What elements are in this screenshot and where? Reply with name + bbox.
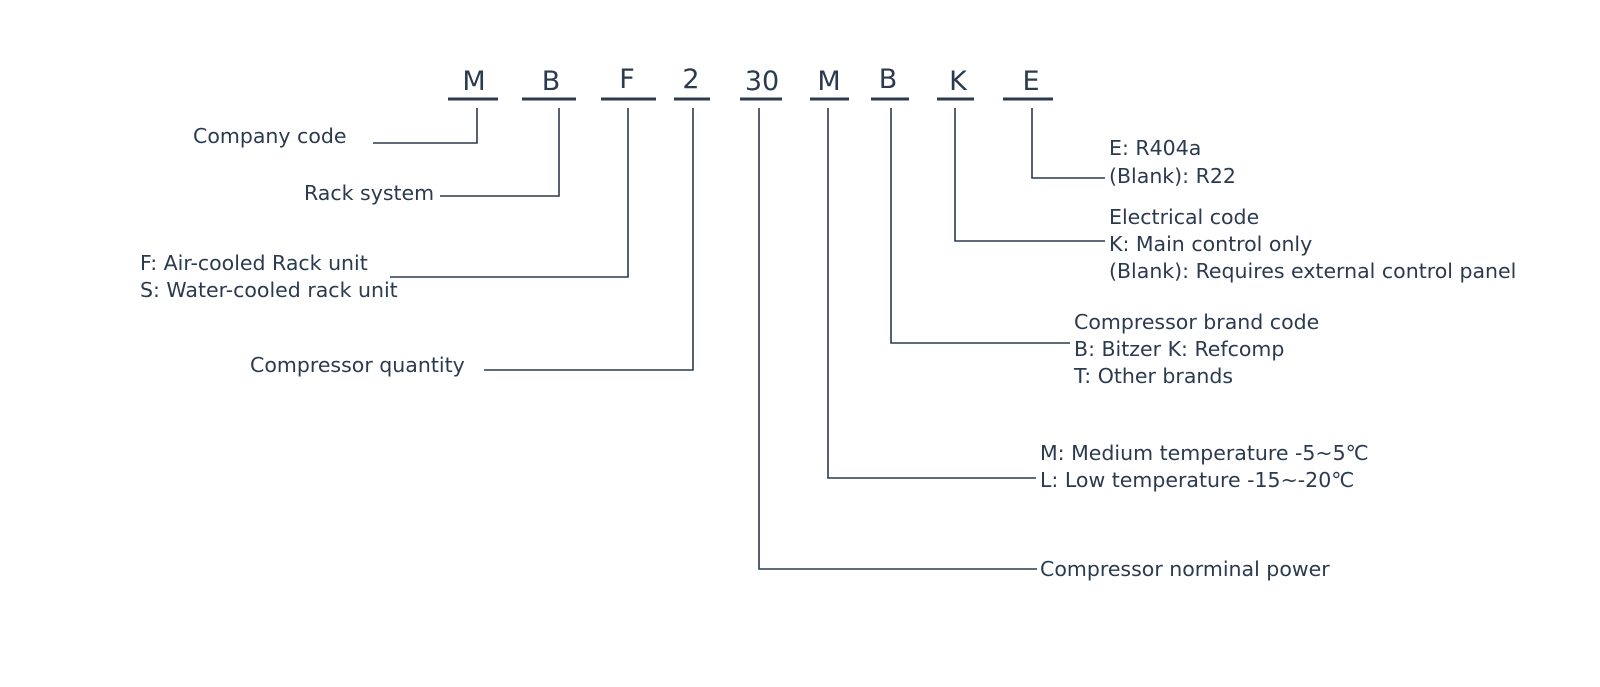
label-compressor-power: Compressor norminal power: [1040, 557, 1330, 581]
connector-power: [758, 108, 1037, 570]
connector-rack-unit: [390, 108, 629, 278]
label-rack-unit-water: S: Water-cooled rack unit: [140, 278, 398, 302]
connector-rack-system: [440, 108, 560, 197]
label-temperature-medium: M: Medium temperature -5~5℃: [1040, 441, 1369, 465]
label-brand-title: Compressor brand code: [1074, 310, 1319, 334]
left-labels: Company code Rack system F: Air-cooled R…: [140, 124, 465, 377]
label-compressor-quantity: Compressor quantity: [250, 353, 465, 377]
code-char-rack-unit: F: [619, 64, 635, 95]
connector-brand: [890, 108, 1070, 344]
code-char-refrigerant: E: [1022, 66, 1039, 97]
label-temperature-low: L: Low temperature -15~-20℃: [1040, 468, 1354, 492]
code-char-brand: B: [879, 64, 898, 95]
code-char-electrical: K: [949, 66, 968, 97]
connector-company: [373, 108, 478, 144]
right-labels: E: R404a (Blank): R22 Electrical code K:…: [1040, 136, 1516, 581]
code-char-company: M: [462, 66, 485, 97]
label-electrical-title: Electrical code: [1109, 205, 1259, 229]
code-char-power: 30: [745, 66, 779, 97]
label-brand-bk: B: Bitzer K: Refcomp: [1074, 337, 1284, 361]
connector-quantity: [484, 108, 694, 371]
model-code: M B F 2 30 M B K E: [462, 64, 1039, 97]
connector-temperature: [827, 108, 1036, 479]
code-char-rack-system: B: [542, 66, 561, 97]
label-rack-system: Rack system: [304, 181, 434, 205]
label-brand-t: T: Other brands: [1073, 364, 1233, 388]
code-char-temperature: M: [817, 66, 840, 97]
label-refrigerant-blank: (Blank): R22: [1109, 164, 1236, 188]
label-rack-unit-air: F: Air-cooled Rack unit: [140, 251, 368, 275]
label-company-code: Company code: [193, 124, 346, 148]
code-char-quantity: 2: [682, 64, 699, 95]
connector-lines: [373, 108, 1105, 570]
label-electrical-blank: (Blank): Requires external control panel: [1109, 259, 1516, 283]
label-electrical-k: K: Main control only: [1109, 232, 1312, 256]
connector-electrical: [954, 108, 1105, 242]
connector-refrigerant: [1031, 108, 1105, 179]
label-refrigerant-e: E: R404a: [1109, 136, 1201, 160]
